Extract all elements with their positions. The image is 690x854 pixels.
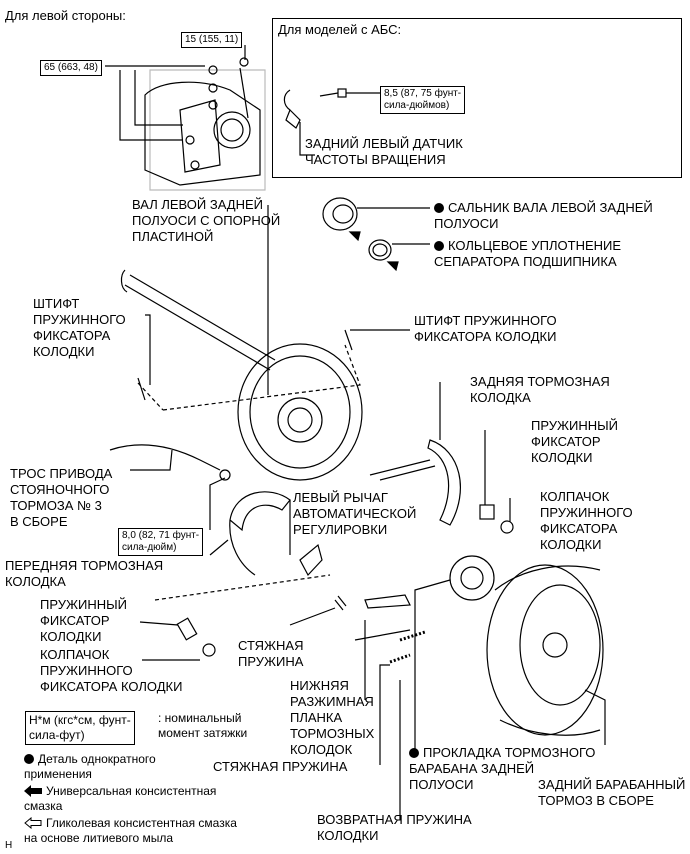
axle-shaft-drawing (120, 205, 363, 481)
legend-non-reusable: Деталь однократного применения (24, 752, 156, 781)
torque-8-5: 8,5 (87, 75 фунт- сила-дюймов) (380, 86, 466, 114)
label-o-ring: КОЛЬЦЕВОЕ УПЛОТНЕНИЕ СЕПАРАТОРА ПОДШИПНИ… (434, 238, 622, 269)
label-lower-strut: НИЖНЯЯ РАЗЖИМНАЯ ПЛАНКА ТОРМОЗНЫХ КОЛОДО… (290, 678, 375, 757)
non-reusable-dot-icon (434, 241, 444, 251)
label-return-spring: ВОЗВРАТНАЯ ПРУЖИНА КОЛОДКИ (317, 812, 472, 843)
label-axle-shaft: ВАЛ ЛЕВОЙ ЗАДНЕЙ ПОЛУОСИ С ОПОРНОЙ ПЛАСТ… (132, 197, 281, 244)
label-cup-left: КОЛПАЧОК ПРУЖИННОГО ФИКСАТОРА КОЛОДКИ (40, 647, 183, 694)
label-tension-spring-1: СТЯЖНАЯ ПРУЖИНА (238, 638, 304, 669)
torque-15: 15 (155, 11) (181, 32, 243, 48)
label-rear-shoe: ЗАДНЯЯ ТОРМОЗНАЯ КОЛОДКА (470, 374, 610, 405)
label-pin-left: ШТИФТ ПРУЖИННОГО ФИКСАТОРА КОЛОДКИ (33, 296, 126, 359)
legend-grease-universal: Универсальная консистентная смазка (24, 784, 217, 813)
label-cable: ТРОС ПРИВОДА СТОЯНОЧНОГО ТОРМОЗА № 3 В С… (10, 466, 113, 529)
rear-shoe-drawing (369, 382, 514, 534)
abs-models-box (272, 18, 682, 178)
torque-8-0: 8,0 (82, 71 фунт- сила-дюйм) (118, 528, 204, 556)
label-adjust-lever: ЛЕВЫЙ РЫЧАГ АВТОМАТИЧЕСКОЙ РЕГУЛИРОВКИ (293, 490, 417, 537)
abs-title: Для моделей с АБС: (278, 22, 402, 37)
drum-drawing (486, 564, 606, 745)
filled-arrow-icon (24, 785, 42, 797)
label-drum: ЗАДНИЙ БАРАБАННЫЙ ТОРМОЗ В СБОРЕ (538, 777, 686, 808)
label-speed-sensor: ЗАДНИЙ ЛЕВЫЙ ДАТЧИК ЧАСТОТЫ ВРАЩЕНИЯ (305, 136, 463, 167)
label-spring-retainer-left: ПРУЖИННЫЙ ФИКСАТОР КОЛОДКИ (40, 597, 127, 644)
label-tension-spring-2: СТЯЖНАЯ ПРУЖИНА (213, 759, 348, 774)
non-reusable-dot-icon (24, 754, 34, 764)
side-title: Для левой стороны: (5, 8, 126, 23)
label-pin-right: ШТИФТ ПРУЖИННОГО ФИКСАТОРА КОЛОДКИ (414, 313, 557, 344)
legend-grease-lithium: Гликолевая консистентная смазка на основ… (24, 816, 237, 845)
label-front-shoe: ПЕРЕДНЯЯ ТОРМОЗНАЯ КОЛОДКА (5, 558, 164, 589)
label-drum-gasket: ПРОКЛАДКА ТОРМОЗНОГО БАРАБАНА ЗАДНЕЙ ПОЛ… (409, 745, 596, 792)
label-spring-retainer-right: ПРУЖИННЫЙ ФИКСАТОР КОЛОДКИ (531, 418, 618, 465)
legend-torque-unit: Н*м (кгс*см, фунт- сила-фут) (25, 711, 135, 745)
label-cup-right: КОЛПАЧОК ПРУЖИННОГО ФИКСАТОРА КОЛОДКИ (540, 489, 633, 552)
figure-code: H (5, 840, 13, 851)
label-oil-seal: САЛЬНИК ВАЛА ЛЕВОЙ ЗАДНЕЙ ПОЛУОСИ (434, 200, 653, 231)
abs-sensor-drawing (283, 88, 380, 156)
oil-seal-drawing (322, 197, 430, 272)
non-reusable-dot-icon (409, 748, 419, 758)
legend-torque-desc: : номинальный момент затяжки (158, 711, 248, 740)
torque-65: 65 (663, 48) (40, 60, 102, 76)
non-reusable-dot-icon (434, 203, 444, 213)
axle-housing-drawing (144, 57, 266, 191)
outline-arrow-icon (24, 817, 42, 829)
